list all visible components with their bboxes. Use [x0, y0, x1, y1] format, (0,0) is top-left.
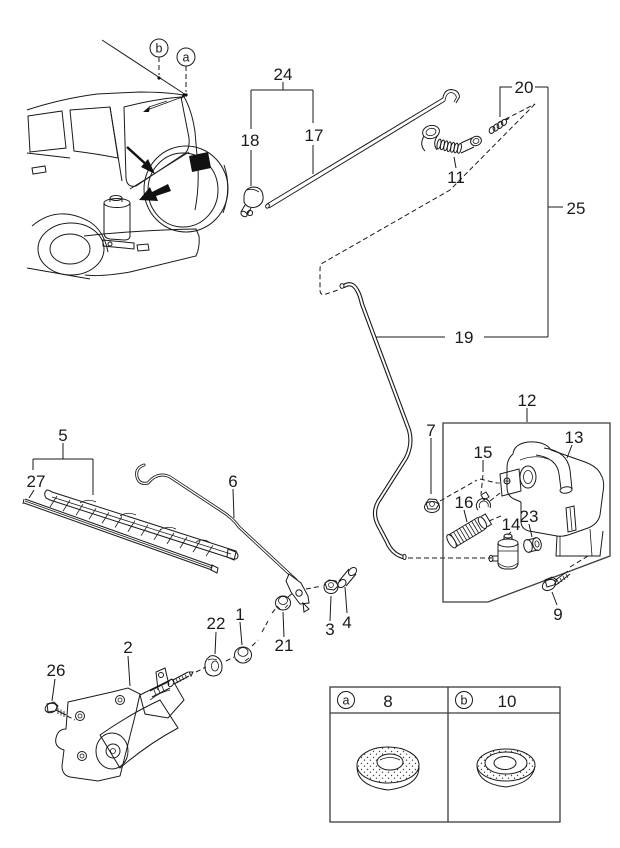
callout-27: 27	[27, 472, 46, 491]
legend-badge-a: a	[343, 694, 350, 708]
callout-2: 2	[123, 638, 132, 657]
legend-badge-b: b	[461, 694, 468, 708]
pivot-bushing-1: 1	[234, 605, 252, 664]
callout-21: 21	[275, 636, 294, 655]
washer-nozzle-18	[240, 186, 264, 218]
legend-number-10: 10	[498, 692, 517, 711]
callout-17: 17	[305, 126, 324, 145]
wiper-blade-5	[44, 489, 239, 561]
callout-9: 9	[553, 605, 562, 624]
callout-23: 23	[520, 507, 539, 526]
callout-22: 22	[207, 614, 226, 633]
callout-3: 3	[325, 620, 334, 639]
callout-16: 16	[455, 493, 474, 512]
callout-25: 25	[567, 199, 586, 218]
grommet-a-callout: a	[176, 47, 196, 97]
grommet-b-callout: b	[149, 38, 169, 80]
callout-14: 14	[502, 515, 521, 534]
callout-6: 6	[228, 472, 237, 491]
bracket-25: 25	[547, 87, 586, 337]
clip-15: 15	[474, 443, 501, 511]
callout-26: 26	[47, 661, 66, 680]
callout-13: 13	[565, 428, 584, 447]
vehicle-illustration	[26, 39, 229, 280]
callout-4: 4	[342, 613, 351, 632]
callout-12: 12	[518, 391, 537, 410]
grommet-21: 21	[275, 595, 294, 655]
cap-4: 4	[337, 566, 358, 632]
washer-pump-14: 14	[488, 515, 521, 570]
assembly-axis-dashed	[195, 579, 342, 673]
washer-hose-19: 19	[339, 282, 548, 561]
filler-tube-16: 16	[446, 493, 502, 549]
nut-3: 3	[323, 579, 339, 639]
legend-table: a 8 b 10	[329, 686, 561, 823]
callout-1: 1	[235, 605, 244, 624]
grommet-23: 23	[520, 507, 542, 553]
grommet-a-illustration	[356, 746, 420, 791]
wiper-arm-6: 6	[135, 463, 310, 613]
callout-7: 7	[426, 421, 435, 440]
legend-number-8: 8	[383, 692, 392, 711]
washer-reservoir-13: 13	[497, 428, 605, 557]
cap-22: 22	[204, 614, 226, 677]
wiper-motor-2: 2	[55, 638, 194, 782]
reservoir-box-12: 12	[442, 391, 611, 603]
callout-a: a	[183, 51, 190, 65]
callout-5: 5	[58, 426, 67, 445]
callout-24: 24	[274, 65, 293, 84]
callout-19: 19	[455, 328, 474, 347]
connector-20: 20	[488, 78, 548, 134]
callout-11: 11	[447, 168, 465, 187]
grommet-b-illustration	[476, 748, 536, 788]
callout-b: b	[156, 42, 163, 56]
bracket-5: 5 27	[27, 426, 94, 499]
callout-20: 20	[515, 78, 534, 97]
blade-refill-27	[22, 498, 219, 574]
callout-18: 18	[241, 131, 260, 150]
washer-tube-17	[265, 88, 461, 209]
callout-15: 15	[474, 443, 493, 462]
screw-9: 9	[541, 555, 589, 624]
bracket-24: 24 18 17	[241, 65, 324, 186]
screw-26: 26	[44, 661, 76, 721]
washer-hose-11: 11	[421, 124, 482, 187]
hose-routing-dashed	[319, 103, 536, 295]
